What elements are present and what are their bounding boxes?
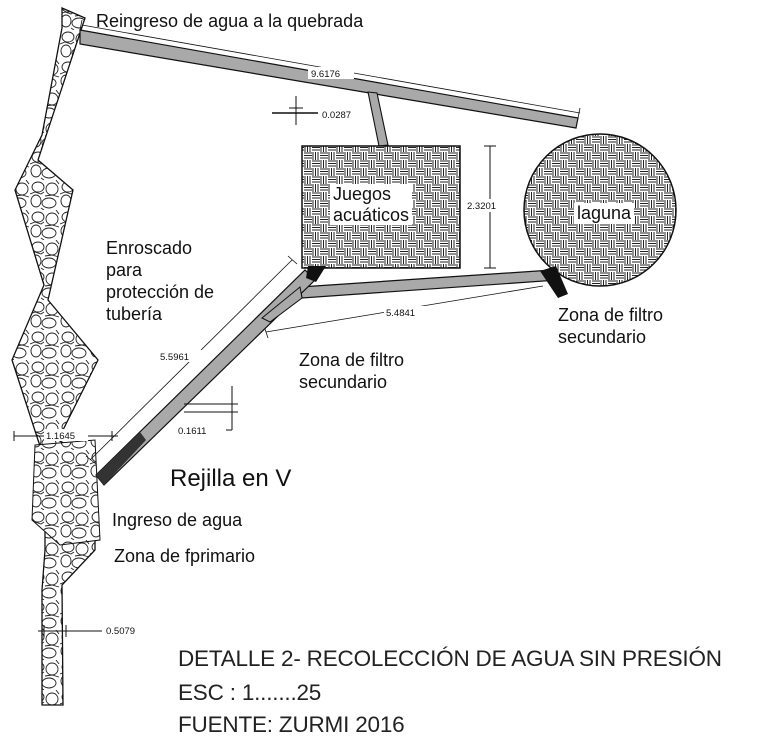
dim-diag-pipe: 5.5961 <box>160 352 189 363</box>
dim-pipe-thickness: 0.1611 <box>178 426 206 437</box>
dim-top-pipe: 9.6176 <box>311 69 340 80</box>
tee-branch-pipe <box>367 91 389 147</box>
enroscado-line1: Enroscado <box>106 238 193 258</box>
label-zona-filtro-secundario-mid: Zona de filtro secundario <box>299 350 404 393</box>
label-zona-filtro-secundario-right: Zona de filtro secundario <box>558 305 663 348</box>
dim-wall-width: 0.5079 <box>106 626 135 637</box>
label-juegos-acuaticos: Juegos acuáticos <box>330 184 413 226</box>
enroscado-line4: tubería <box>106 303 163 324</box>
footer-scale: ESC : 1.......25 <box>178 680 322 705</box>
zona-right-line2: secundario <box>558 326 647 347</box>
zona-right-line1: Zona de filtro <box>558 305 664 325</box>
dim-tee-offset: 0.0287 <box>322 110 351 121</box>
label-ingreso-de-agua: Ingreso de agua <box>112 510 243 530</box>
label-rejilla-en-v: Rejilla en V <box>170 465 292 492</box>
tank-outlet-fitting <box>306 266 326 282</box>
zona-mid-line2: secundario <box>299 371 388 392</box>
lagoon-inlet-fitting <box>540 266 568 298</box>
label-reingreso: Reingreso de agua a la quebrada <box>96 11 364 31</box>
secondary-filter-pipe <box>299 269 560 299</box>
dim-intake-width: 1.1645 <box>46 431 75 442</box>
intake-v-grate <box>96 432 146 485</box>
juegos-line1: Juegos <box>333 184 392 204</box>
footer-title: DETALLE 2- RECOLECCIÓN DE AGUA SIN PRESI… <box>178 646 722 671</box>
pipe-branch-join <box>261 286 303 323</box>
dim-tank-height: 2.3201 <box>467 201 496 212</box>
zona-mid-line1: Zona de filtro <box>299 350 405 370</box>
label-laguna: laguna <box>574 203 635 224</box>
juegos-line2: acuáticos <box>333 204 410 225</box>
footer-source: FUENTE: ZURMI 2016 <box>178 712 405 737</box>
label-zona-primario: Zona de fprimario <box>114 546 256 566</box>
label-enroscado: Enroscado para protección de tubería <box>106 238 214 326</box>
dim-lower-pipe: 5.4841 <box>386 308 415 319</box>
enroscado-line2: para <box>106 259 143 280</box>
enroscado-line3: protección de <box>106 281 215 302</box>
intake-stone-cluster <box>31 439 101 546</box>
stone-riverbank-wall <box>11 7 99 706</box>
